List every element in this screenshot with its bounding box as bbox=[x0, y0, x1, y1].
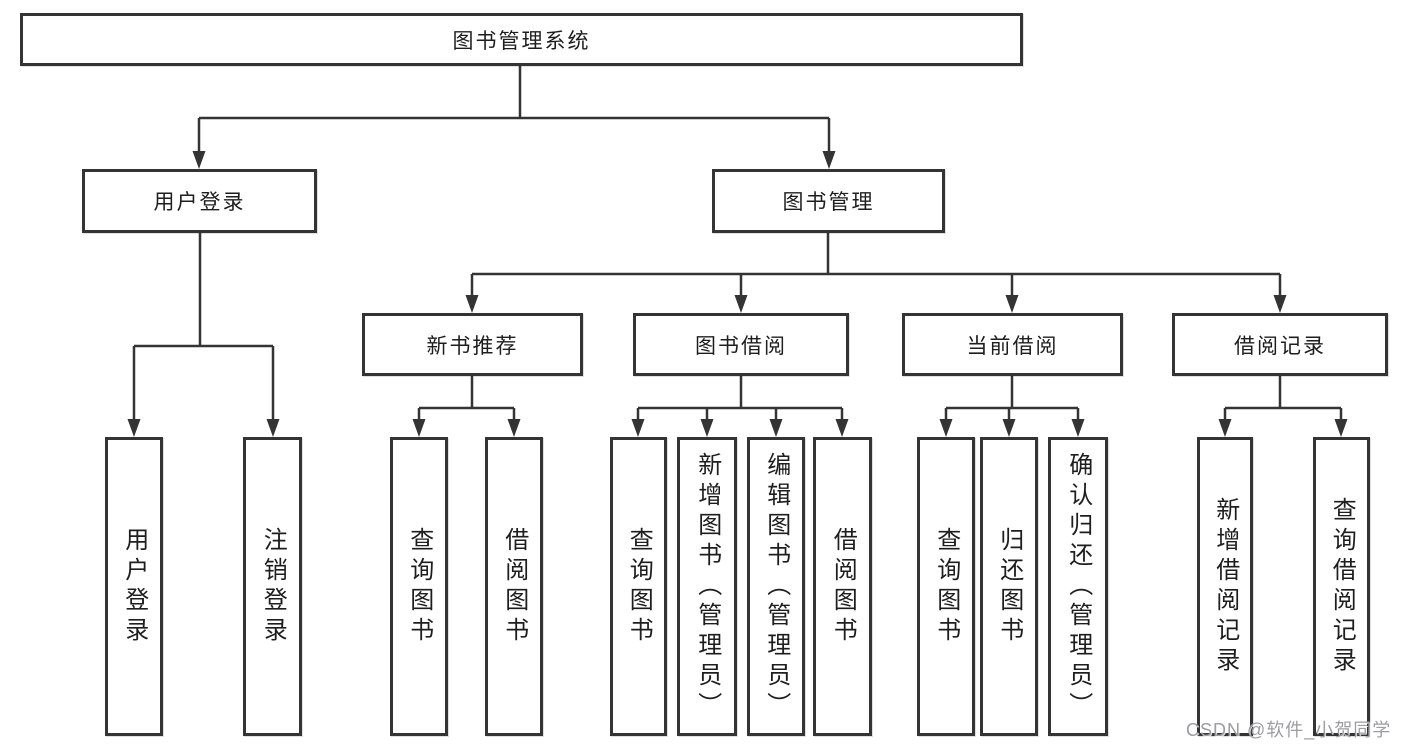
node-user-login-label: 用户登录 bbox=[153, 191, 246, 214]
leaf-current-query-books: 查询图书 bbox=[917, 437, 975, 736]
node-new-book-recommendation-label: 新书推荐 bbox=[426, 334, 519, 358]
node-new-book-recommendation: 新书推荐 bbox=[362, 313, 583, 376]
node-book-management: 图书管理 bbox=[712, 169, 945, 233]
leaf-borrow-borrow-books: 借阅图书 bbox=[813, 437, 872, 736]
leaf-user-login: 用户登录 bbox=[105, 437, 163, 736]
watermark: CSDN @软件_小贺同学 bbox=[1186, 720, 1392, 740]
leaf-current-confirm-return-admin: 确认归还（管理员） bbox=[1048, 437, 1108, 736]
leaf-current-return-books: 归还图书 bbox=[980, 437, 1038, 736]
leaf-recommend-borrow-books: 借阅图书 bbox=[485, 437, 543, 736]
leaf-records-query-record: 查询借阅记录 bbox=[1313, 437, 1370, 736]
leaf-current-query-books-label: 查询图书 bbox=[932, 526, 960, 647]
leaf-logout-label: 注销登录 bbox=[259, 526, 287, 647]
node-book-management-label: 图书管理 bbox=[782, 191, 875, 214]
node-user-login: 用户登录 bbox=[82, 169, 317, 233]
leaf-borrow-add-books-admin-label: 新增图书（管理员） bbox=[693, 451, 721, 722]
node-current-borrowing-label: 当前借阅 bbox=[966, 334, 1059, 358]
leaf-borrow-edit-books-admin: 编辑图书（管理员） bbox=[747, 437, 805, 736]
node-borrowing-records: 借阅记录 bbox=[1172, 313, 1388, 376]
leaf-borrow-borrow-books-label: 借阅图书 bbox=[829, 526, 857, 647]
leaf-current-confirm-return-admin-label: 确认归还（管理员） bbox=[1064, 451, 1092, 722]
leaf-borrow-add-books-admin: 新增图书（管理员） bbox=[677, 437, 737, 736]
leaf-recommend-query-books: 查询图书 bbox=[390, 437, 448, 736]
leaf-records-add-record-label: 新增借阅记录 bbox=[1211, 496, 1239, 677]
leaf-borrow-query-books-label: 查询图书 bbox=[625, 526, 653, 647]
leaf-recommend-borrow-books-label: 借阅图书 bbox=[500, 526, 528, 647]
leaf-borrow-query-books: 查询图书 bbox=[610, 437, 667, 736]
leaf-records-add-record: 新增借阅记录 bbox=[1197, 437, 1253, 736]
node-current-borrowing: 当前借阅 bbox=[902, 313, 1123, 376]
node-borrowing-records-label: 借阅记录 bbox=[1234, 334, 1326, 358]
node-root-label: 图书管理系统 bbox=[452, 29, 591, 53]
leaf-recommend-query-books-label: 查询图书 bbox=[405, 526, 433, 647]
node-root: 图书管理系统 bbox=[20, 13, 1023, 66]
node-book-borrowing: 图书借阅 bbox=[633, 313, 849, 376]
leaf-user-login-label: 用户登录 bbox=[120, 526, 148, 647]
leaf-borrow-edit-books-admin-label: 编辑图书（管理员） bbox=[762, 451, 790, 722]
leaf-records-query-record-label: 查询借阅记录 bbox=[1328, 496, 1356, 677]
node-book-borrowing-label: 图书借阅 bbox=[695, 334, 787, 358]
leaf-current-return-books-label: 归还图书 bbox=[995, 526, 1023, 647]
leaf-logout: 注销登录 bbox=[243, 437, 302, 736]
